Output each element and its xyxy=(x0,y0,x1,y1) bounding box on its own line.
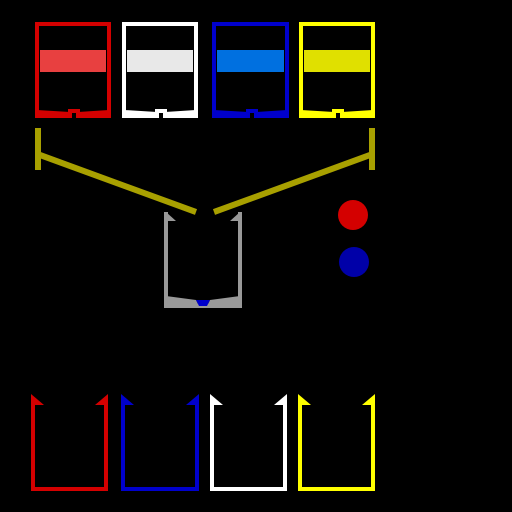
liquid-fill-yellow xyxy=(304,50,370,72)
liquid-fill-white xyxy=(127,50,193,72)
target-cup-yellow[interactable] xyxy=(298,394,375,491)
source-container-white[interactable] xyxy=(122,22,198,118)
target-cup-outline xyxy=(121,402,199,491)
target-cup-red[interactable] xyxy=(31,394,108,491)
mixing-cup xyxy=(164,212,242,308)
target-cup-outline xyxy=(210,402,287,491)
target-cup-lips xyxy=(210,394,287,405)
liquid-fill-blue xyxy=(217,50,284,72)
target-cup-blue[interactable] xyxy=(121,394,199,491)
funnel-right-arm xyxy=(212,152,372,215)
mixing-cup-lips xyxy=(166,212,240,221)
mixing-cup-valve xyxy=(196,300,210,306)
funnel xyxy=(35,128,375,215)
source-container-yellow[interactable] xyxy=(299,22,375,118)
target-cup-white[interactable] xyxy=(210,394,287,491)
target-cup-lips xyxy=(31,394,108,405)
container-spout xyxy=(214,110,287,118)
funnel-left-arm xyxy=(38,152,198,215)
container-spout xyxy=(124,110,196,118)
container-spout xyxy=(37,110,109,118)
source-container-blue[interactable] xyxy=(212,22,289,118)
mixing-cup-base xyxy=(166,296,240,306)
liquid-fill-red xyxy=(40,50,106,72)
target-cup-lips xyxy=(121,394,199,405)
indicator-red-icon xyxy=(338,200,368,230)
source-container-red[interactable] xyxy=(35,22,111,118)
target-cup-lips xyxy=(298,394,375,405)
target-cup-outline xyxy=(31,402,108,491)
target-cup-outline xyxy=(298,402,375,491)
container-spout xyxy=(301,110,373,118)
indicator-blue-icon xyxy=(339,247,369,277)
